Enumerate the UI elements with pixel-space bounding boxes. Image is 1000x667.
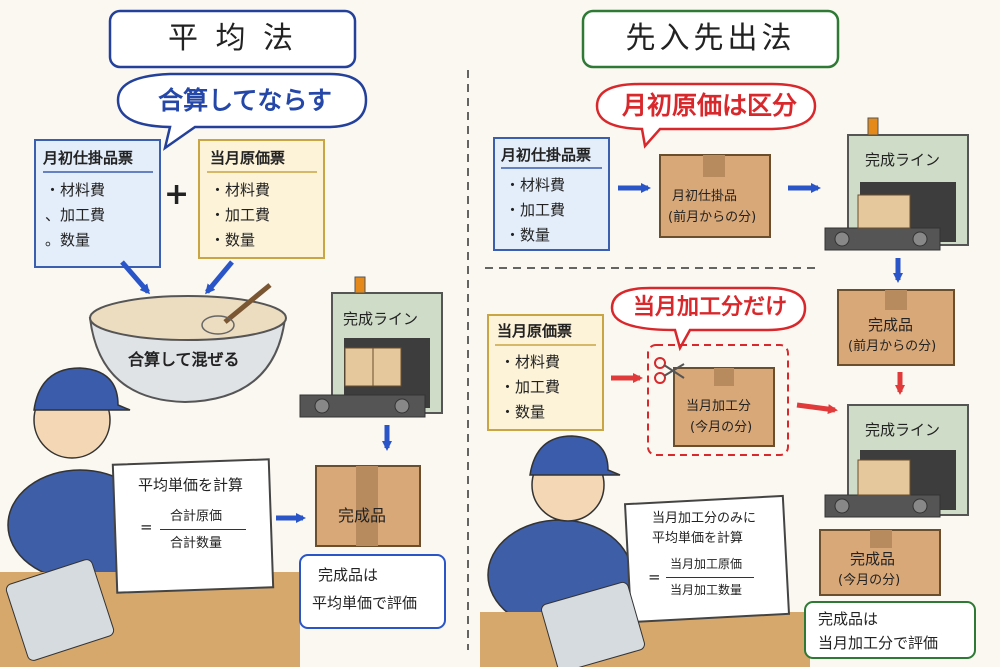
right-line-label-top: 完成ライン bbox=[865, 151, 941, 169]
left-fraction-bar bbox=[160, 529, 246, 530]
right-opening-box-line-1: 月初仕掛品 bbox=[672, 189, 738, 204]
scissors-icon bbox=[654, 357, 685, 384]
right-notebook-equals: = bbox=[648, 568, 661, 586]
arrow-cost-to-bowl bbox=[205, 260, 234, 295]
right-wip-item-2: ・加工費 bbox=[505, 201, 566, 219]
bowl-label: 合算して混ぜる bbox=[128, 350, 240, 369]
left-finished-box bbox=[315, 465, 421, 547]
right-calculator bbox=[541, 581, 645, 667]
right-cost-item-2: ・加工費 bbox=[500, 378, 561, 396]
left-speech-bubble bbox=[116, 72, 368, 151]
left-completion-line-machine bbox=[299, 276, 443, 418]
right-finished-current-box bbox=[819, 529, 941, 596]
right-title-frame bbox=[581, 9, 840, 69]
left-calculator bbox=[5, 559, 115, 661]
left-opening-wip-card bbox=[34, 139, 161, 268]
right-notebook-title-1: 当月加工分のみに bbox=[652, 511, 757, 526]
right-cost-item-3: ・数量 bbox=[500, 403, 546, 421]
left-wip-title: 月初仕掛品票 bbox=[43, 149, 134, 167]
right-finished-prev-line-1: 完成品 bbox=[868, 316, 914, 334]
right-wip-item-1: ・材料費 bbox=[505, 176, 566, 194]
right-cost-title: 当月原価票 bbox=[497, 322, 573, 340]
right-finished-prev-line-2: (前月からの分) bbox=[848, 339, 937, 354]
left-wip-item-2: 、加工費 bbox=[45, 206, 106, 224]
right-fraction-bar bbox=[666, 577, 754, 578]
left-bubble-text: 合算してならす bbox=[158, 86, 332, 115]
right-current-box-line-2: (今月の分) bbox=[690, 420, 753, 435]
left-notebook-equals: = bbox=[140, 518, 153, 536]
right-bottom-speech-bubble bbox=[610, 286, 807, 352]
left-cost-item-2: ・加工費 bbox=[210, 206, 271, 224]
left-wip-item-1: ・材料費 bbox=[45, 181, 106, 199]
right-current-cost-card bbox=[487, 314, 604, 431]
right-top-bubble-text: 月初原価は区分 bbox=[621, 91, 797, 120]
left-finished-label: 完成品 bbox=[338, 506, 387, 525]
left-note-line-1: 完成品は bbox=[318, 566, 379, 584]
right-current-box-line-1: 当月加工分 bbox=[686, 399, 752, 414]
current-portion-frame bbox=[647, 344, 789, 456]
plus-sign: + bbox=[164, 177, 190, 212]
left-title-frame bbox=[108, 9, 357, 69]
right-notebook-numerator: 当月加工原価 bbox=[670, 557, 743, 571]
right-finished-prev-box bbox=[837, 289, 955, 366]
left-current-cost-card bbox=[198, 139, 325, 259]
right-notebook-title-2: 平均単価を計算 bbox=[652, 531, 744, 546]
right-opening-wip-box bbox=[659, 154, 771, 238]
right-finished-current-line-1: 完成品 bbox=[850, 550, 896, 568]
left-line-label: 完成ライン bbox=[343, 310, 419, 328]
right-wip-title: 月初仕掛品票 bbox=[501, 146, 592, 164]
arrow-current-to-line bbox=[796, 402, 838, 415]
arrow-wip-to-bowl bbox=[120, 260, 150, 295]
right-line-label-bottom: 完成ライン bbox=[865, 421, 941, 439]
left-notebook-numerator: 合計原価 bbox=[170, 509, 223, 524]
left-wip-item-3: 。数量 bbox=[45, 231, 91, 249]
left-note-line-2: 平均単価で評価 bbox=[312, 594, 418, 612]
right-note-frame bbox=[804, 601, 976, 659]
right-finished-current-line-2: (今月の分) bbox=[838, 573, 901, 588]
left-note-frame bbox=[299, 554, 446, 629]
right-wip-item-3: ・数量 bbox=[505, 226, 551, 244]
left-cost-item-3: ・数量 bbox=[210, 231, 256, 249]
right-top-completion-line-machine bbox=[824, 117, 969, 251]
left-notebook-denominator: 合計数量 bbox=[170, 536, 223, 551]
mixing-bowl bbox=[88, 283, 287, 404]
right-cost-item-1: ・材料費 bbox=[500, 353, 561, 371]
left-cost-item-1: ・材料費 bbox=[210, 181, 271, 199]
left-cost-title: 当月原価票 bbox=[210, 149, 286, 167]
right-notebook bbox=[623, 494, 791, 624]
left-notebook-title: 平均単価を計算 bbox=[138, 476, 244, 494]
right-opening-wip-card bbox=[493, 137, 610, 251]
left-notebook bbox=[111, 458, 275, 594]
right-current-box bbox=[673, 367, 775, 447]
left-title: 平 均 法 bbox=[167, 21, 298, 56]
right-note-line-1: 完成品は bbox=[818, 610, 879, 628]
right-opening-box-line-2: (前月からの分) bbox=[668, 210, 757, 225]
right-notebook-denominator: 当月加工数量 bbox=[670, 583, 743, 597]
right-bottom-bubble-text: 当月加工分だけ bbox=[632, 295, 787, 320]
right-bottom-completion-line-machine bbox=[824, 404, 969, 518]
right-top-speech-bubble bbox=[595, 82, 817, 149]
right-note-line-2: 当月加工分で評価 bbox=[818, 634, 939, 652]
right-title: 先入先出法 bbox=[625, 21, 796, 56]
